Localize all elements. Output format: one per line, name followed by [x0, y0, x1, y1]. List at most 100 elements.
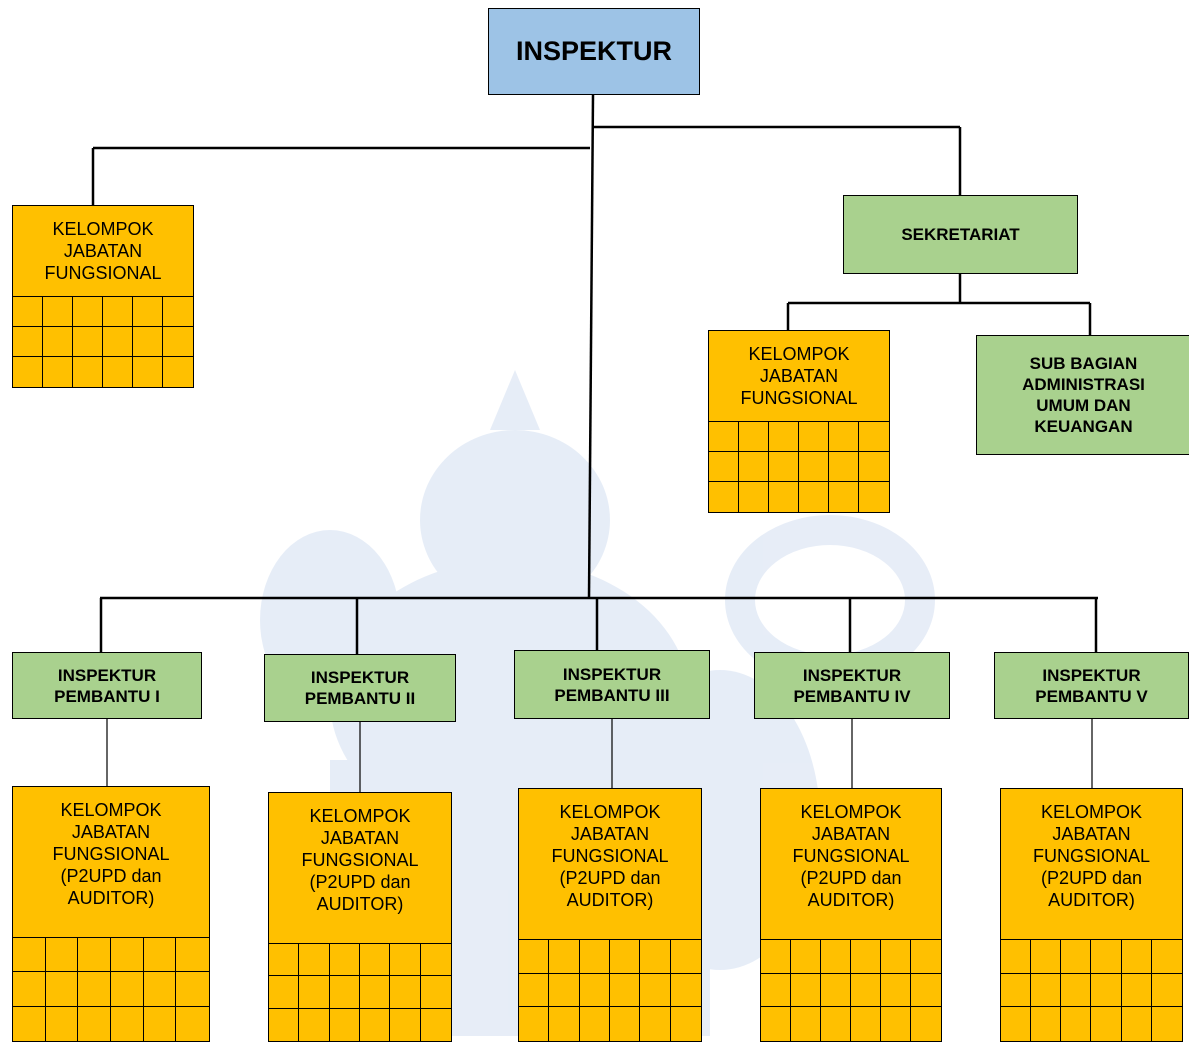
grid-cell [1122, 1007, 1152, 1041]
grid-cell [1061, 973, 1092, 1008]
grid-cell [769, 422, 799, 452]
grid-cell [610, 1007, 641, 1041]
grid-cell [1031, 940, 1062, 974]
grid-cell [761, 973, 791, 1008]
grid-cell [360, 1008, 391, 1041]
grid-cell [829, 482, 859, 512]
grid-cell [859, 482, 889, 512]
grid-cell [111, 1006, 144, 1041]
sub-bagian-label: SUB BAGIAN ADMINISTRASI UMUM DAN KEUANGA… [1022, 354, 1145, 436]
grid-cell [390, 976, 421, 1009]
grid-cell [799, 422, 829, 452]
grid-cell [1121, 940, 1152, 974]
grid-cell [269, 976, 300, 1009]
grid-cell [791, 940, 821, 974]
grid-cell [640, 973, 671, 1008]
grid-cell [78, 1006, 111, 1041]
grid-cell [390, 944, 421, 977]
grid-cell [579, 973, 610, 1008]
grid-cell [1061, 940, 1092, 974]
grid-cell [78, 972, 111, 1007]
grid-cell [1091, 973, 1122, 1008]
grid-cell [829, 422, 859, 452]
grid-cell [1151, 974, 1182, 1008]
grid-cell [13, 327, 43, 357]
grid-cell [640, 1007, 671, 1041]
grid-cell [111, 938, 144, 973]
sekretariat-box: SEKRETARIAT [843, 195, 1078, 274]
grid-cell [1001, 940, 1032, 974]
grid-cell [821, 1007, 851, 1041]
inspektur-pembantu-2-fungsional-box: KELOMPOK JABATAN FUNGSIONAL (P2UPD dan A… [268, 792, 452, 944]
sekretariat-fungsional-grid [708, 421, 890, 513]
grid-cell [769, 482, 799, 512]
grid-cell [43, 357, 73, 387]
grid-cell [73, 357, 103, 387]
grid-cell [821, 940, 851, 974]
grid-cell [43, 297, 73, 327]
grid-cell [163, 357, 193, 387]
grid-cell [103, 297, 133, 327]
grid-cell [1091, 1007, 1122, 1041]
inspektur-pembantu-4-box: INSPEKTUR PEMBANTU IV [754, 652, 950, 719]
grid-cell [610, 940, 641, 974]
sekretariat-fungsional-box: KELOMPOK JABATAN FUNGSIONAL [708, 330, 890, 422]
grid-cell [111, 972, 144, 1007]
grid-cell [73, 327, 103, 357]
grid-cell [420, 944, 451, 977]
grid-cell [709, 482, 739, 512]
grid-cell [881, 1007, 911, 1041]
grid-cell [859, 422, 889, 452]
left-fungsional-box: KELOMPOK JABATAN FUNGSIONAL [12, 205, 194, 297]
inspektur-pembantu-2-title: INSPEKTUR PEMBANTU II [304, 668, 416, 708]
grid-cell [829, 452, 859, 482]
grid-cell [269, 1008, 300, 1041]
inspektur-pembantu-2-box: INSPEKTUR PEMBANTU II [264, 654, 456, 722]
grid-cell [13, 357, 43, 387]
grid-cell [390, 1008, 421, 1041]
grid-cell [329, 944, 360, 977]
grid-cell [144, 1006, 177, 1041]
inspektur-pembantu-3-title: INSPEKTUR PEMBANTU III [554, 664, 670, 705]
grid-cell [329, 976, 360, 1009]
grid-cell [13, 1006, 46, 1041]
inspektur-pembantu-4-fungsional-label: KELOMPOK JABATAN FUNGSIONAL (P2UPD dan A… [792, 802, 910, 910]
grid-cell [269, 944, 300, 977]
grid-cell [45, 972, 79, 1007]
grid-cell [420, 976, 451, 1009]
grid-cell [881, 973, 911, 1008]
grid-cell [739, 452, 769, 482]
grid-cell [143, 972, 177, 1007]
grid-cell [1121, 973, 1152, 1008]
grid-cell [299, 944, 330, 977]
inspektur-box: INSPEKTUR [488, 8, 700, 95]
grid-cell [1031, 973, 1062, 1008]
inspektur-pembantu-4-grid [760, 939, 942, 1042]
inspektur-pembantu-3-box: INSPEKTUR PEMBANTU III [514, 650, 710, 719]
grid-cell [610, 973, 641, 1008]
grid-cell [1061, 1007, 1092, 1041]
grid-cell [176, 972, 209, 1007]
sekretariat-title: SEKRETARIAT [901, 225, 1020, 244]
grid-cell [859, 452, 889, 482]
grid-cell [670, 940, 701, 974]
grid-cell [133, 357, 163, 387]
inspektur-pembantu-5-grid [1000, 939, 1183, 1042]
grid-cell [360, 944, 391, 977]
grid-cell [549, 1007, 580, 1041]
grid-cell [549, 940, 580, 974]
grid-cell [103, 327, 133, 357]
grid-cell [1091, 940, 1122, 974]
inspektur-pembantu-1-fungsional-box: KELOMPOK JABATAN FUNGSIONAL (P2UPD dan A… [12, 786, 210, 938]
grid-cell [549, 973, 580, 1008]
grid-cell [103, 357, 133, 387]
grid-cell [421, 1009, 451, 1041]
inspektur-pembantu-3-fungsional-box: KELOMPOK JABATAN FUNGSIONAL (P2UPD dan A… [518, 788, 702, 940]
grid-cell [43, 327, 73, 357]
inspektur-pembantu-5-fungsional-box: KELOMPOK JABATAN FUNGSIONAL (P2UPD dan A… [1000, 788, 1183, 940]
grid-cell [78, 938, 111, 973]
grid-cell [851, 940, 881, 974]
grid-cell [1001, 1007, 1032, 1041]
inspektur-pembantu-5-box: INSPEKTUR PEMBANTU V [994, 652, 1189, 719]
grid-cell [519, 973, 550, 1008]
